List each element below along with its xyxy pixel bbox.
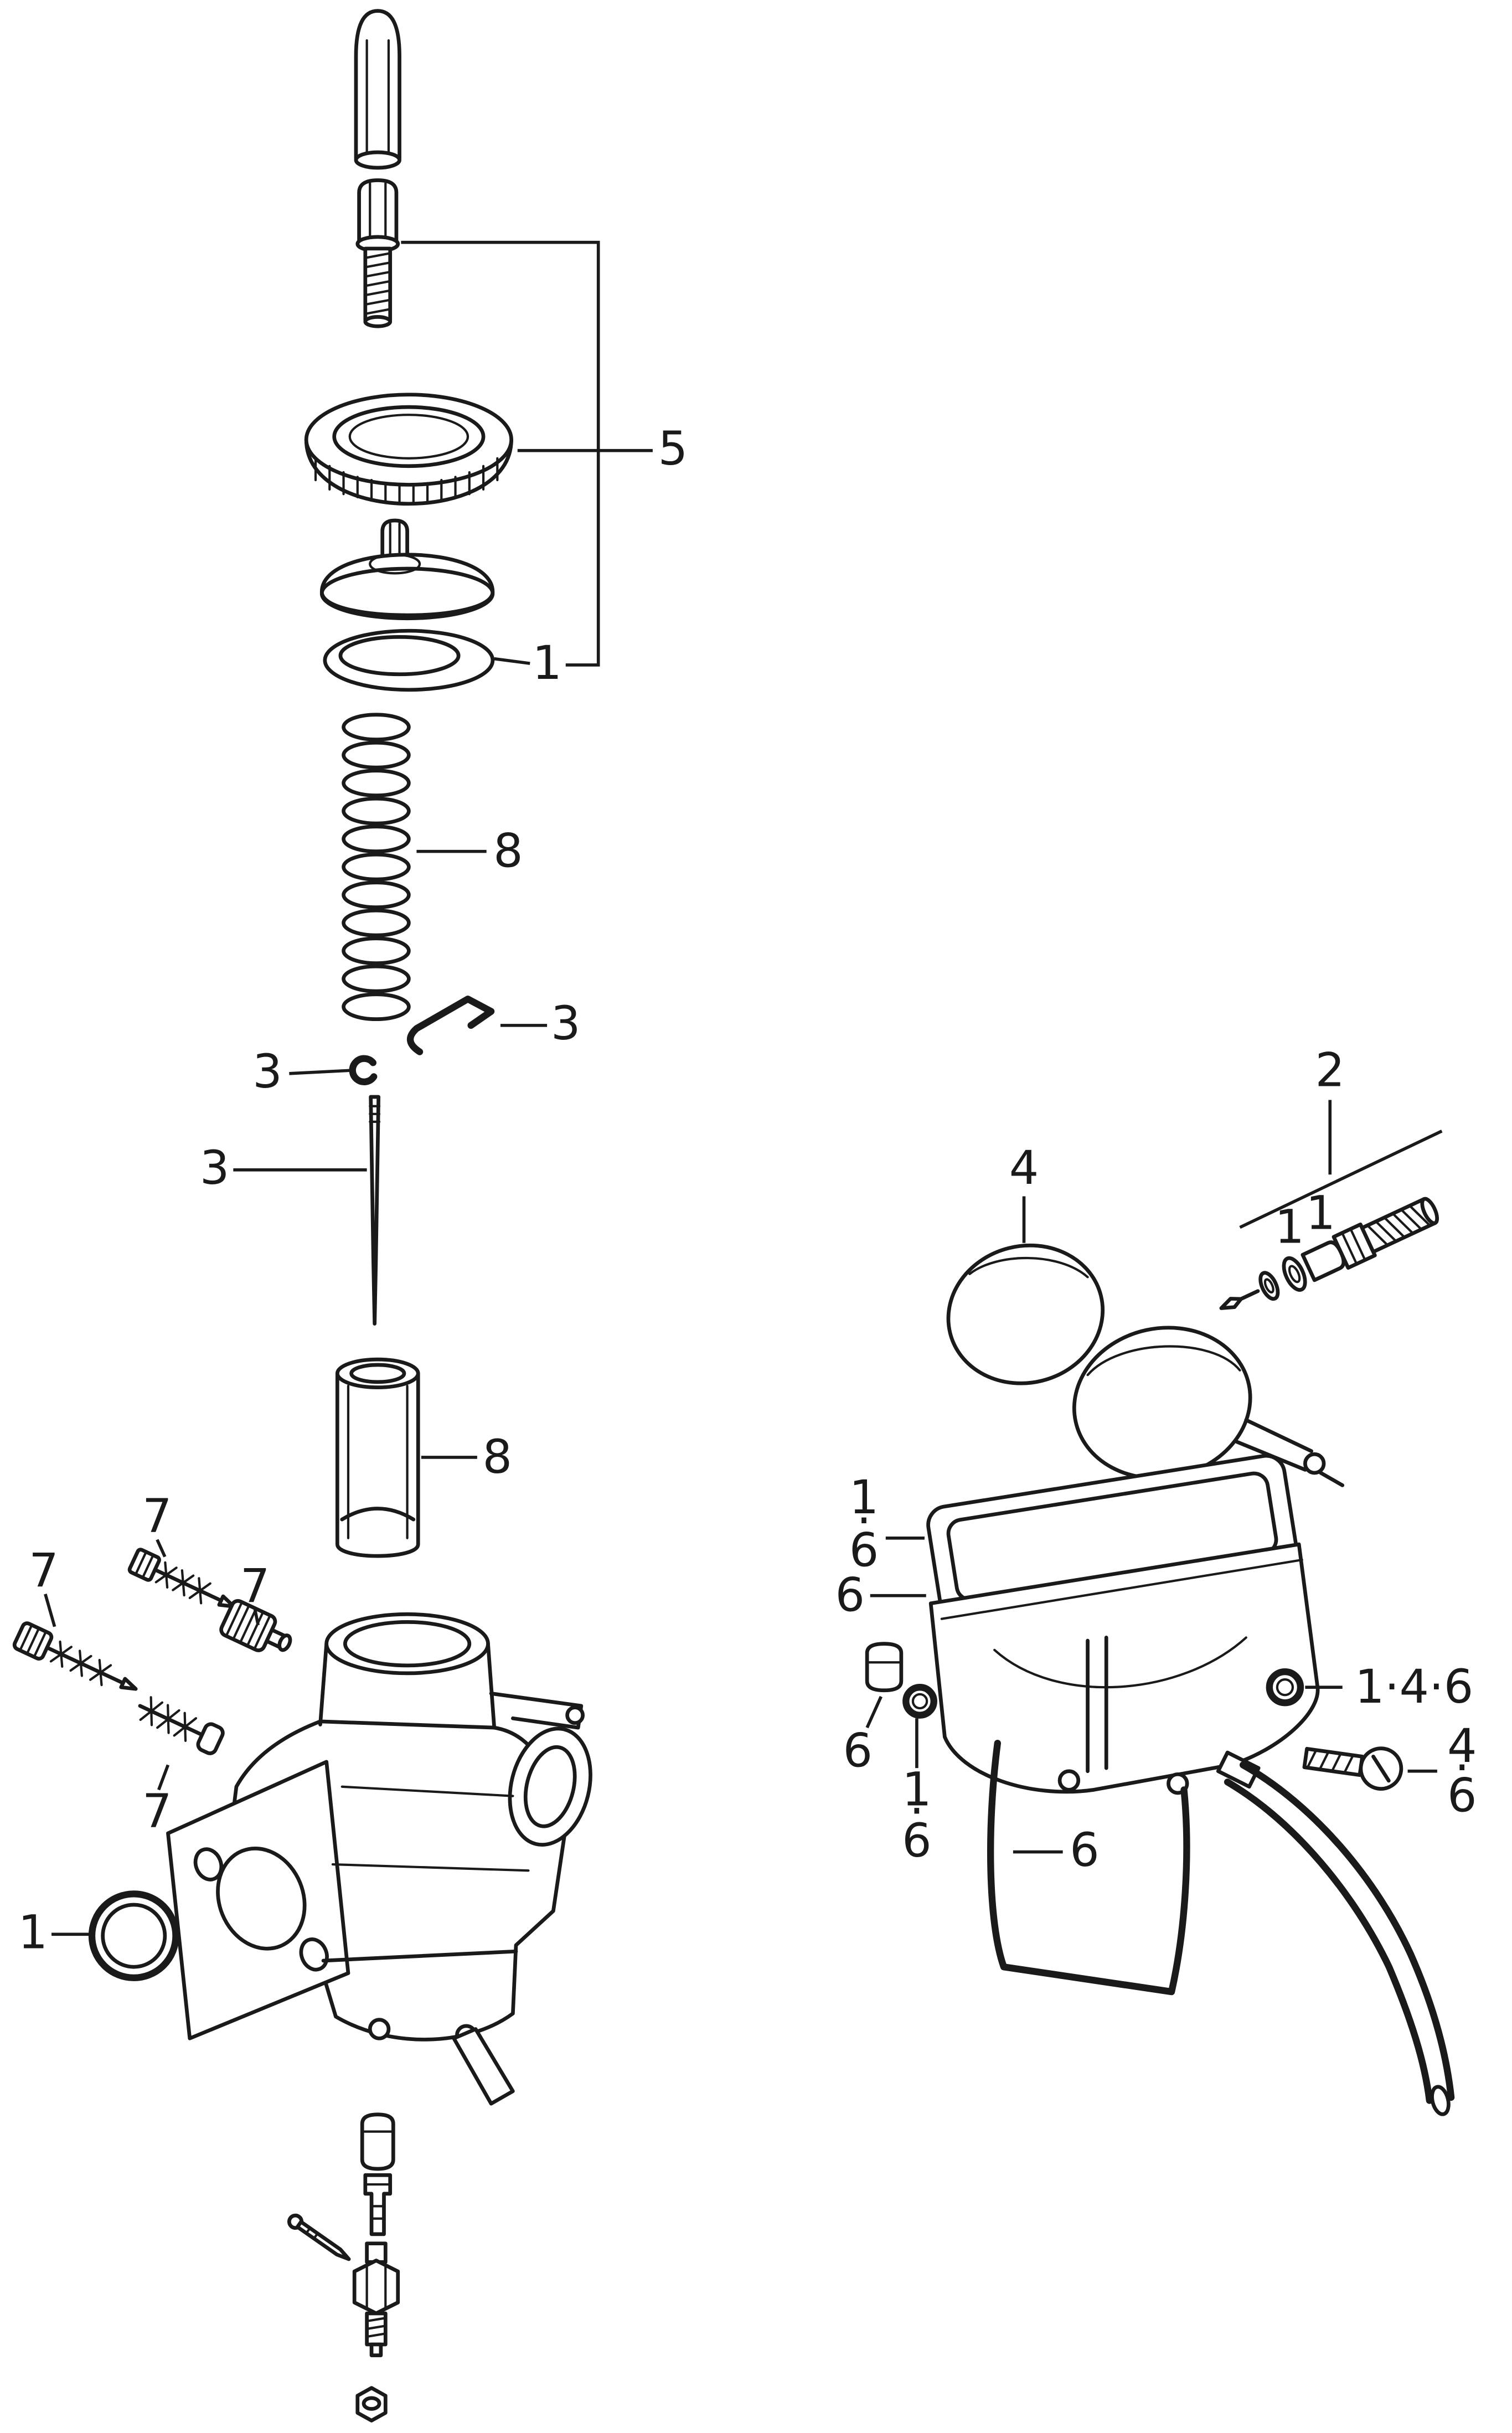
carburetor-body (166, 1612, 592, 2106)
jet-lock-nut (355, 2386, 388, 2422)
callout-separator-dot: · (1454, 1740, 1469, 1795)
throttle-stop-screw (12, 1621, 138, 1691)
callout-valve-assembly: 2 (1315, 1043, 1345, 1097)
callout-chamber: 6 (835, 1568, 865, 1622)
adjuster-rubber-cap (354, 9, 401, 170)
top-cap (319, 518, 495, 621)
callout-screw-right: 7 (240, 1559, 270, 1613)
top-cap-gasket (323, 628, 495, 692)
drain-washer (902, 1684, 937, 1719)
callout-chamber-cover: 4 (1009, 1141, 1039, 1195)
callout-valve-washer-a: 1 (1275, 1200, 1305, 1254)
main-jet-holder (352, 2241, 400, 2358)
callout-flange-oring: 1 (18, 1905, 48, 1960)
callout-separator-dot: · (856, 1493, 871, 1548)
callout-washer-num2: 6 (902, 1813, 932, 1868)
spring-screw (138, 1696, 225, 1755)
jet-needle (369, 1095, 381, 1326)
top-ring-nut (304, 393, 513, 506)
float-valve-set (1219, 1197, 1439, 1310)
callout-wire-stand: 6 (1070, 1823, 1100, 1877)
callout-top-gasket: 1 (532, 636, 562, 690)
callout-needle-circlip: 3 (252, 1044, 282, 1099)
callout-screw-left: 7 (29, 1543, 59, 1597)
drain-screw (1302, 1746, 1403, 1791)
callout-valve-washer-b: 1 (1306, 1185, 1336, 1240)
callout-needle-clip: 3 (551, 996, 581, 1050)
callout-drain-screw-num2: 6 (1447, 1769, 1477, 1823)
air-screw (127, 1548, 236, 1609)
callout-gasket-num2: 6 (849, 1523, 879, 1577)
wire-stand (987, 1740, 1190, 1996)
needle-jet (363, 2173, 393, 2236)
callout-separator-dot: · (910, 1784, 925, 1838)
callout-drain-nut: 6 (843, 1723, 873, 1777)
drain-plug-nut (865, 1642, 904, 1693)
callout-screw-bottom: 7 (142, 1784, 172, 1838)
air-vent-cover (946, 1243, 1105, 1385)
float-pin (360, 2112, 395, 2171)
pilot-jet (287, 2213, 351, 2261)
cable-adjuster-bolt (355, 178, 400, 328)
callout-ring-nut: 5 (658, 421, 688, 476)
flange-o-ring (88, 1890, 179, 1982)
callout-jet-needle: 3 (200, 1141, 230, 1195)
float-chamber (928, 1542, 1320, 1795)
throttle-spring (342, 713, 411, 1022)
callout-gasket-num: 1 (849, 1470, 879, 1524)
callout-drain-oring: 1·4·6 (1355, 1659, 1473, 1714)
callout-screw-top: 7 (142, 1489, 172, 1543)
throttle-valve (335, 1357, 420, 1558)
knurled-nut (219, 1599, 292, 1652)
needle-circlip (349, 1055, 378, 1085)
callout-drain-screw-num: 4 (1447, 1719, 1477, 1773)
callout-throttle-slide: 8 (483, 1430, 513, 1484)
drain-tube (1224, 1761, 1455, 2116)
needle-set-clip (407, 996, 495, 1055)
callout-washer-num: 1 (902, 1762, 932, 1816)
callout-spring: 8 (493, 824, 523, 878)
leader-lines (44, 240, 1443, 1936)
tube-o-ring (1266, 1668, 1304, 1707)
